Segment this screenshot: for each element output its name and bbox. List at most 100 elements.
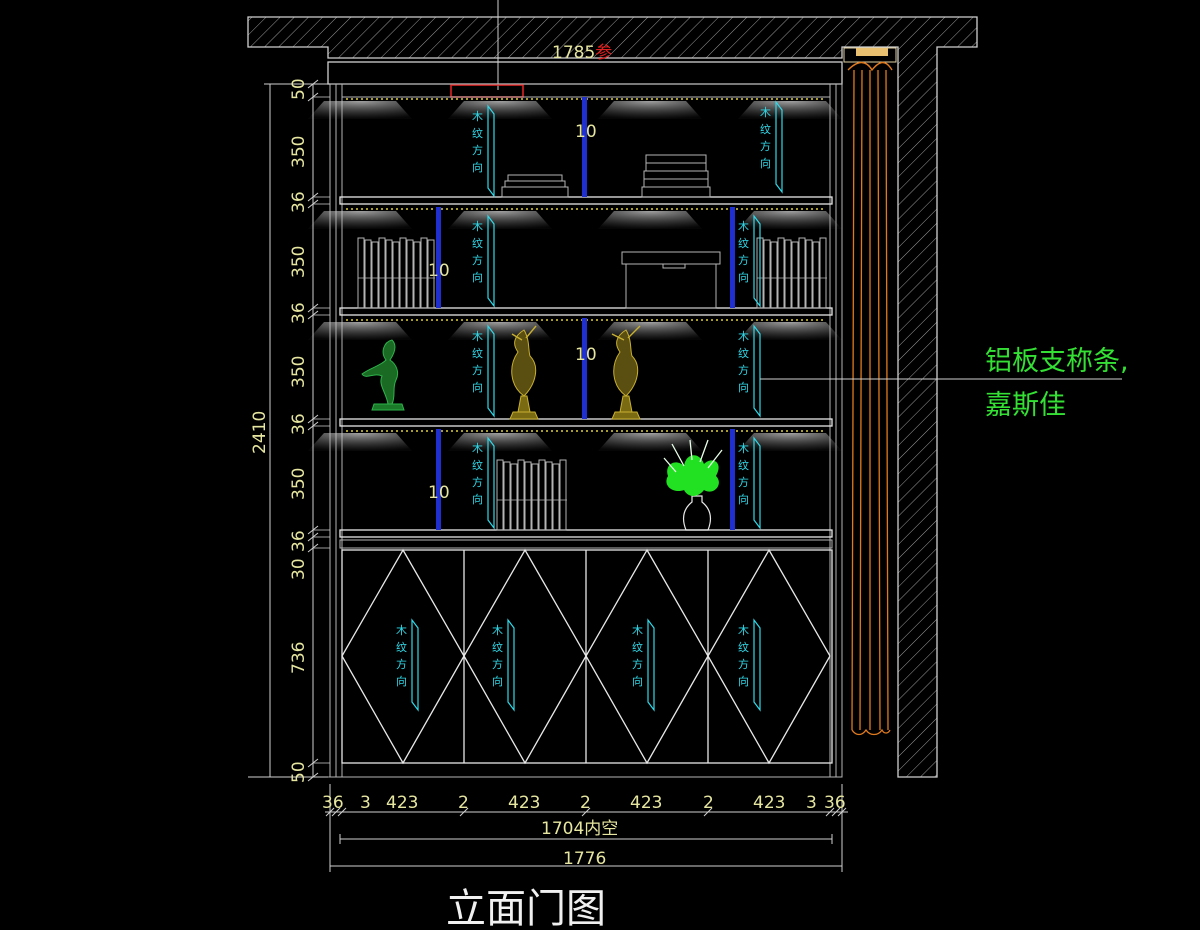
- light-cone: [448, 322, 552, 340]
- grain-arrow: [753, 618, 761, 712]
- grain-label-char: 向: [472, 380, 483, 394]
- book: [503, 461, 511, 531]
- grain-label-char: 方: [760, 139, 771, 153]
- shelf-lights: [308, 98, 842, 451]
- book: [545, 461, 553, 531]
- divider-label-1: 10: [575, 122, 597, 142]
- grain-label-char: 方: [738, 253, 749, 267]
- light-cone: [448, 211, 552, 229]
- grain-label-char: 纹: [492, 640, 503, 654]
- grain-label-char: 向: [760, 156, 771, 170]
- grain-arrow: [487, 436, 495, 530]
- vdim-7: 350: [289, 468, 309, 500]
- grain-label-char: 纹: [472, 346, 483, 360]
- book: [538, 459, 546, 531]
- grain-label-char: 木: [738, 624, 749, 637]
- grain-label-char: 方: [396, 657, 407, 671]
- vdim-2: 36: [289, 191, 309, 213]
- grain-label-char: 木: [396, 624, 407, 637]
- vdim-9: 36: [289, 530, 309, 552]
- figurine-gold-1: [509, 325, 539, 420]
- ceiling-section: [247, 16, 978, 778]
- book: [496, 459, 504, 531]
- grain-arrow: [487, 104, 495, 198]
- htick: [459, 807, 469, 817]
- book: [791, 241, 799, 309]
- stacked-books-1: [501, 174, 569, 198]
- light-marker: [450, 84, 524, 98]
- grain-label-char: 木: [760, 106, 771, 119]
- book-row-left: [357, 237, 435, 309]
- grain-arrow: [507, 618, 515, 712]
- drawing-title: 立面门图: [446, 886, 606, 930]
- lower-doors: [341, 548, 833, 765]
- light-cone: [308, 433, 412, 451]
- hdim-4: 423: [508, 793, 540, 813]
- grain-label-char: 纹: [632, 640, 643, 654]
- vdim-5: 350: [289, 356, 309, 388]
- light-cone: [598, 101, 702, 119]
- htick: [825, 807, 835, 817]
- overall-height: 2410: [250, 411, 270, 454]
- grain-label-char: 纹: [738, 346, 749, 360]
- hdim-9: 3: [806, 793, 817, 813]
- grain-label-char: 方: [632, 657, 643, 671]
- book: [406, 239, 414, 309]
- grain-label-char: 纹: [738, 640, 749, 654]
- htick: [337, 807, 347, 817]
- horizontal-ticks: [325, 807, 847, 817]
- grain-arrow: [411, 618, 419, 712]
- book: [805, 239, 813, 309]
- grain-label-char: 向: [472, 270, 483, 284]
- top-dimension: 1785参: [552, 43, 612, 63]
- grain-label-char: 向: [632, 674, 643, 688]
- vdim-3: 350: [289, 246, 309, 278]
- grain-label-char: 向: [738, 674, 749, 688]
- overall-width: 1776: [563, 849, 606, 869]
- bottom-dims: 36 3 423 2 423 2 423 2 423 3 36: [322, 793, 846, 813]
- vertical-dims: 50 350 36 350 36 350 36 350 30 36 736 50…: [250, 78, 309, 783]
- book-row-bottom: [496, 459, 567, 531]
- book: [559, 459, 567, 531]
- light-cone: [448, 101, 552, 119]
- book: [399, 237, 407, 309]
- grain-label-char: 木: [472, 330, 483, 343]
- stacked-books-2: [641, 154, 711, 198]
- light-cone: [308, 101, 412, 119]
- figurine-dancer: [361, 339, 405, 411]
- light-cone: [598, 322, 702, 340]
- vdim-11: 50: [289, 761, 309, 783]
- book: [552, 463, 560, 531]
- book: [371, 241, 379, 309]
- book: [763, 239, 771, 309]
- htick: [837, 807, 847, 817]
- book: [364, 239, 372, 309]
- hdim-8: 423: [753, 793, 785, 813]
- hdim-3: 2: [458, 793, 469, 813]
- vdim-8: 30: [289, 558, 309, 580]
- book: [427, 239, 435, 309]
- grain-arrow: [753, 214, 761, 308]
- grain-label-char: 纹: [472, 458, 483, 472]
- light-cone: [738, 433, 842, 451]
- grain-arrow: [753, 324, 761, 418]
- book: [798, 237, 806, 309]
- grain-label-char: 木: [632, 624, 643, 637]
- grain-label-char: 方: [738, 657, 749, 671]
- grain-arrow: [487, 214, 495, 308]
- grain-label-char: 纹: [738, 458, 749, 472]
- book: [378, 237, 386, 309]
- book: [517, 459, 525, 531]
- book: [392, 241, 400, 309]
- grain-arrow: [775, 100, 783, 194]
- grain-label-char: 方: [492, 657, 503, 671]
- grain-label-char: 向: [738, 492, 749, 506]
- grain-label-char: 纹: [738, 236, 749, 250]
- hdim-0: 36: [322, 793, 344, 813]
- vdim-0: 50: [289, 78, 309, 100]
- hdim-2: 423: [386, 793, 418, 813]
- book: [784, 239, 792, 309]
- vdim-10: 736: [289, 642, 309, 674]
- figurine-gold-2: [611, 325, 641, 420]
